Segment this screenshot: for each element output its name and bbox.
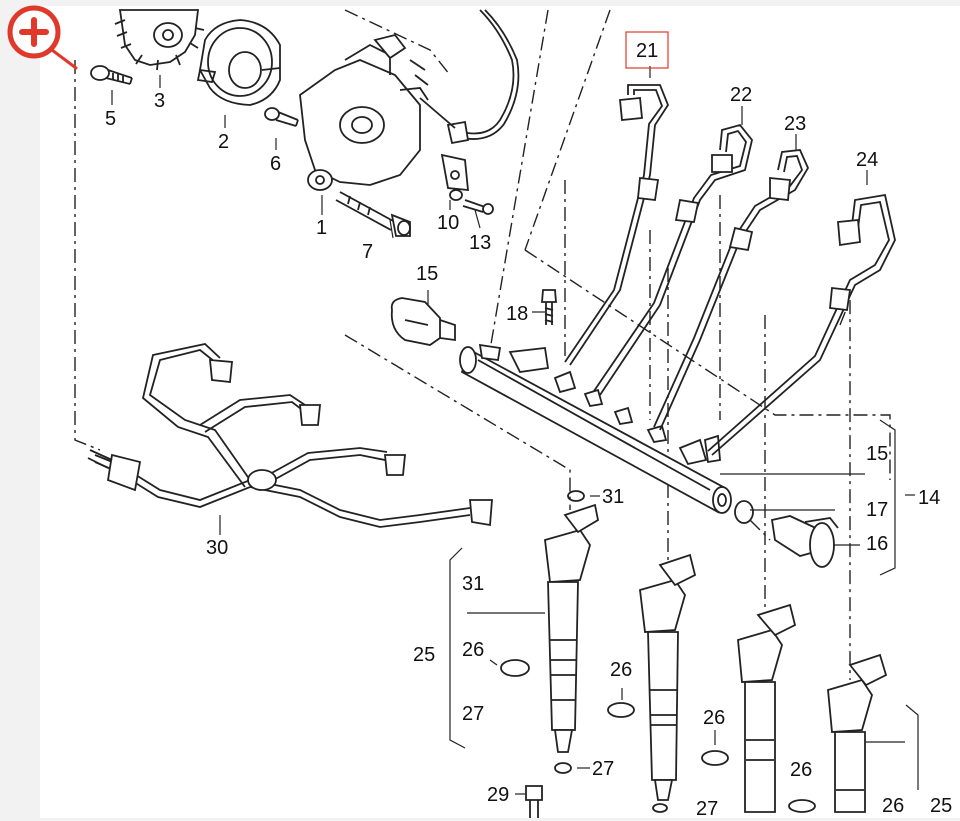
dashed-assembly-lines [74,9,891,680]
callout-26-injector-4b[interactable]: 26 [882,795,904,817]
washers-and-seals [500,490,816,813]
fuel-injector-3 [737,603,797,813]
callout-26-injector-4[interactable]: 26 [790,759,812,781]
callout-10[interactable]: 10 [437,212,459,234]
callout-15-rail[interactable]: 15 [866,443,888,465]
selected-callout-box[interactable] [625,31,669,69]
gear-part-3 [114,9,205,71]
bolt-part-6 [264,107,299,127]
callout-16[interactable]: 16 [866,533,888,555]
callout-31-injector-1[interactable]: 31 [462,573,484,595]
bolt-part-13 [462,199,494,215]
callout-27-injector-1[interactable]: 27 [462,703,484,725]
callout-31-washer[interactable]: 31 [602,486,624,508]
high-pressure-pump-part-1 [299,33,429,191]
callout-3[interactable]: 3 [154,90,165,112]
callout-26-injector-1[interactable]: 26 [462,639,484,661]
bolt-part-7 [335,191,411,237]
callout-labels: 1 2 3 5 6 7 10 13 14 15 15 16 17 18 21 2… [105,40,952,820]
zoom-in-icon [7,5,78,70]
pump-hub-part-2 [196,19,281,106]
callout-leader-lines [111,66,919,795]
callout-1[interactable]: 1 [316,217,327,239]
fuel-pipe-part-22 [593,123,753,396]
pressure-valve-part-16 [770,515,839,568]
callout-27-injector-2[interactable]: 27 [696,798,718,820]
callout-2[interactable]: 2 [218,131,229,153]
callout-25-injector-4[interactable]: 25 [930,795,952,817]
callout-6[interactable]: 6 [270,153,281,175]
callout-23[interactable]: 23 [784,113,806,135]
parts-diagram-canvas [40,6,960,818]
callout-15-sensor[interactable]: 15 [416,263,438,285]
bolt-part-29 [525,785,543,818]
fuel-rail-part-14 [459,343,732,514]
callout-26-injector-2[interactable]: 26 [610,659,632,681]
seal-ring-part-17 [734,500,754,524]
zoom-in-button[interactable] [2,4,80,70]
fuel-injector-4 [827,653,888,813]
callout-21[interactable]: 21 [636,40,658,62]
bolt-part-5 [90,65,133,85]
pressure-sensor-part-15 [390,297,456,346]
fuel-pipe-part-23 [653,149,810,431]
fuel-injector-1 [544,503,600,753]
fuel-return-hose-part-30 [87,343,493,528]
bolt-part-18 [541,289,557,325]
bracket-part-10 [440,153,470,201]
fuel-injector-2 [639,553,697,801]
callout-7[interactable]: 7 [362,241,373,263]
callout-5[interactable]: 5 [105,108,116,130]
fuel-pipe-part-24 [707,193,896,456]
callout-13[interactable]: 13 [469,232,491,254]
callout-27-seal[interactable]: 27 [592,758,614,780]
fuel-pipe-part-21 [564,84,670,366]
pump-feed-pipe [419,9,520,145]
callout-14[interactable]: 14 [918,487,940,509]
callout-22[interactable]: 22 [730,84,752,106]
callout-25-injector-1[interactable]: 25 [413,644,435,666]
callout-17[interactable]: 17 [866,499,888,521]
callout-24[interactable]: 24 [856,149,878,171]
callout-30[interactable]: 30 [206,537,228,559]
callout-29[interactable]: 29 [487,784,509,806]
callout-26-injector-3[interactable]: 26 [703,707,725,729]
callout-18[interactable]: 18 [506,303,528,325]
